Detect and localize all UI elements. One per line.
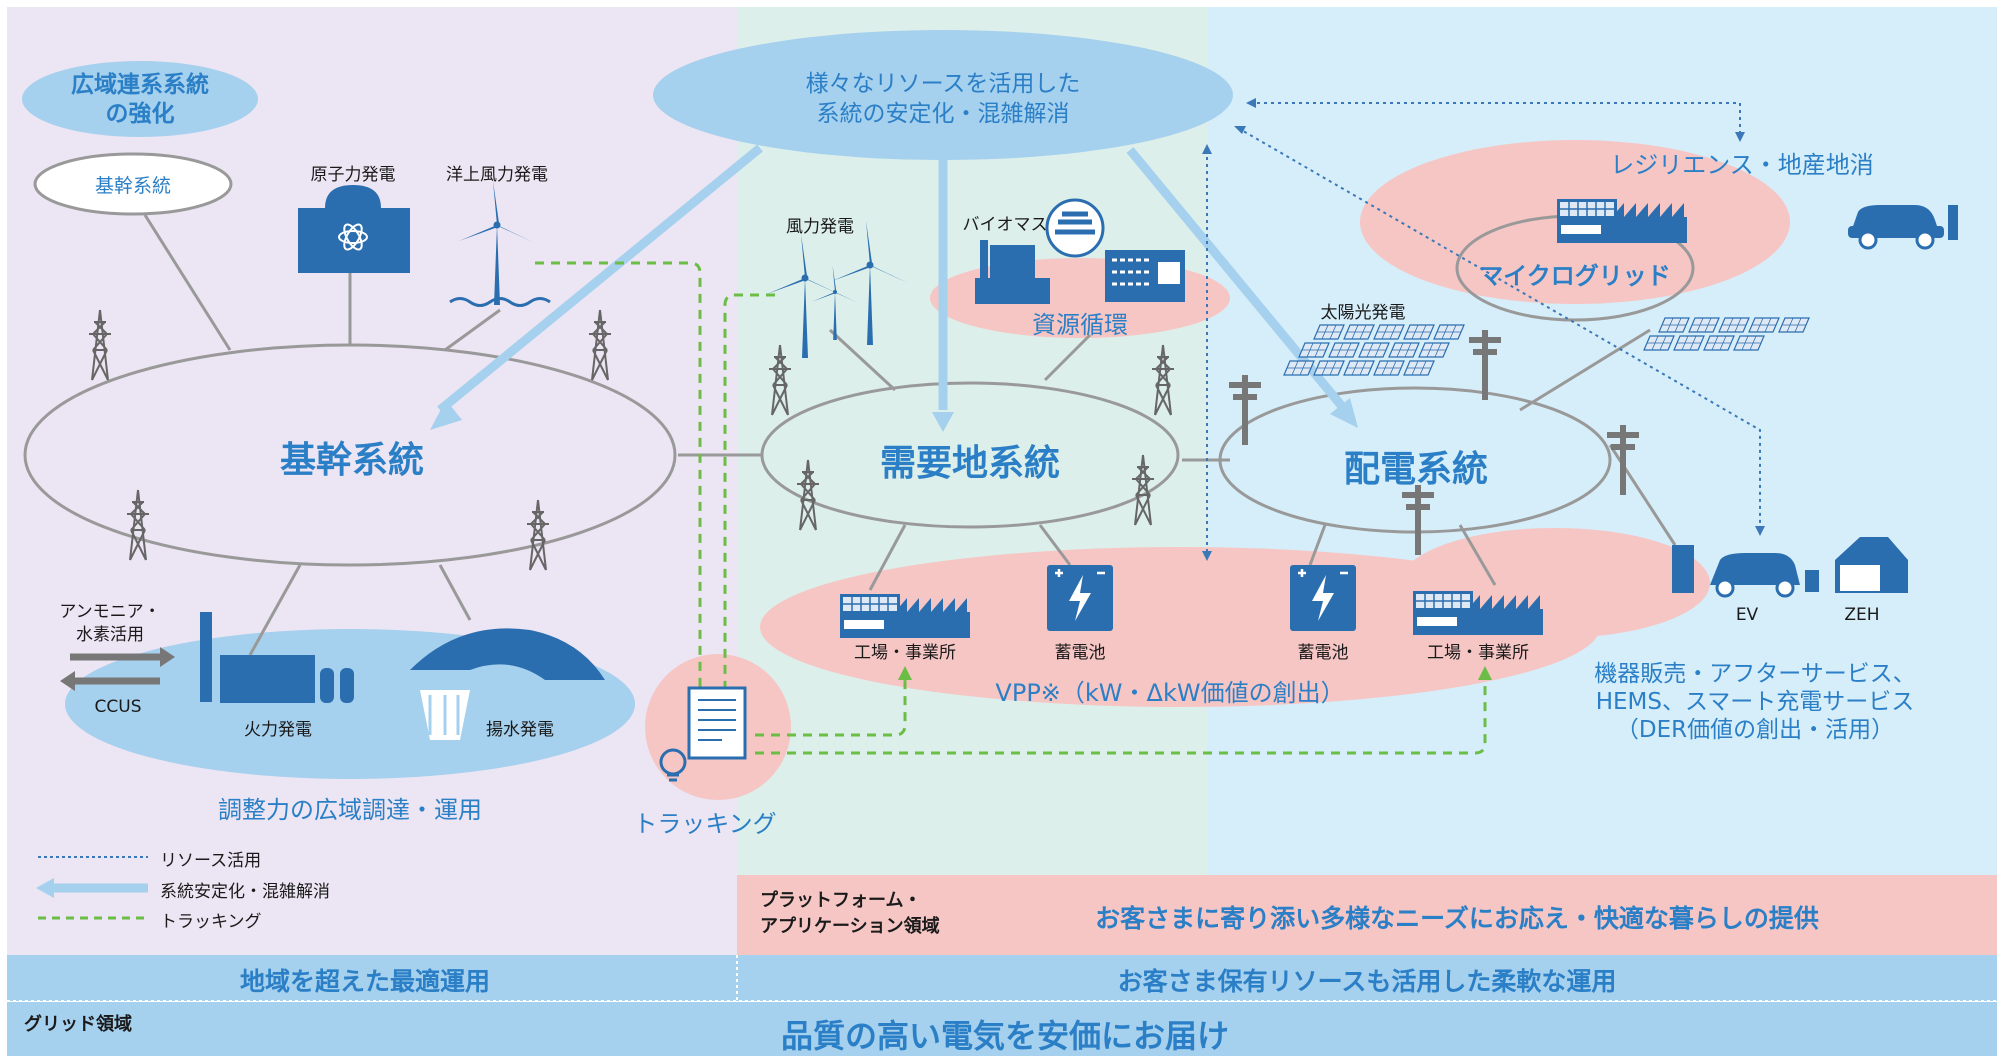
services-line-2: HEMS、スマート充電サービス	[1595, 689, 1915, 715]
platform-label-2: アプリケーション領域	[760, 916, 940, 937]
vpp-factory-left-label: 工場・事業所	[854, 643, 956, 663]
wide-area-title-2: の強化	[105, 101, 175, 127]
ammonia-label-1: アンモニア・	[59, 602, 161, 622]
stabilization-title-1: 様々なリソースを活用した	[805, 71, 1081, 97]
biomass-label: バイオマス	[962, 215, 1048, 235]
nuclear-label: 原子力発電	[310, 165, 396, 185]
distribution-system-label: 配電系統	[1343, 449, 1489, 490]
zeh-label: ZEH	[1844, 605, 1880, 625]
platform-message: お客さまに寄り添い多様なニーズにお応え・快適な暮らしの提供	[1095, 904, 1819, 933]
demand-area-system-label: 需要地系統	[879, 443, 1061, 484]
resource-cycle-label: 資源循環	[1032, 311, 1128, 339]
grid-domain-label: グリッド領域	[24, 1014, 132, 1035]
services-line-3: （DER価値の創出・活用）	[1615, 717, 1895, 743]
bottom-left-message: 地域を超えた最適運用	[239, 967, 491, 996]
solar-label: 太陽光発電	[1320, 303, 1406, 323]
tracking-label: トラッキング	[633, 810, 777, 838]
vpp-battery-left-label: 蓄電池	[1054, 643, 1106, 663]
ccus-label: CCUS	[94, 697, 142, 717]
stabilization-title-2: 系統の安定化・混雑解消	[816, 101, 1070, 127]
platform-label-1: プラットフォーム・	[760, 890, 922, 911]
legend-resource-use: リソース活用	[160, 851, 262, 871]
main-message: 品質の高い電気を安価にお届け	[780, 1017, 1230, 1055]
vpp-factory-right-label: 工場・事業所	[1427, 643, 1529, 663]
thermal-label: 火力発電	[244, 720, 312, 740]
pumped-hydro-label: 揚水発電	[486, 720, 554, 740]
ammonia-label-2: 水素活用	[76, 625, 144, 645]
ev-label: EV	[1735, 605, 1759, 625]
vpp-battery-right-label: 蓄電池	[1297, 643, 1349, 663]
resilience-title: レジリエンス・地産地消	[1610, 151, 1874, 179]
adjustment-label: 調整力の広域調達・運用	[218, 796, 482, 824]
services-line-1: 機器販売・アフターサービス、	[1594, 661, 1916, 687]
legend-stabilization: 系統安定化・混雑解消	[160, 882, 330, 902]
wind-label: 風力発電	[786, 217, 854, 237]
trunk-system-label: 基幹系統	[279, 440, 425, 481]
legend-tracking: トラッキング	[160, 912, 262, 932]
microgrid-label: マイクログリッド	[1479, 262, 1671, 290]
offshore-wind-label: 洋上風力発電	[446, 165, 548, 185]
wide-area-title-1: 広域連系系統	[71, 72, 209, 98]
vpp-label: VPP※（kW・ΔkW価値の創出）	[995, 679, 1345, 707]
bottom-right-message: お客さま保有リソースも活用した柔軟な運用	[1117, 967, 1617, 996]
trunk-system-small-label: 基幹系統	[94, 175, 172, 197]
